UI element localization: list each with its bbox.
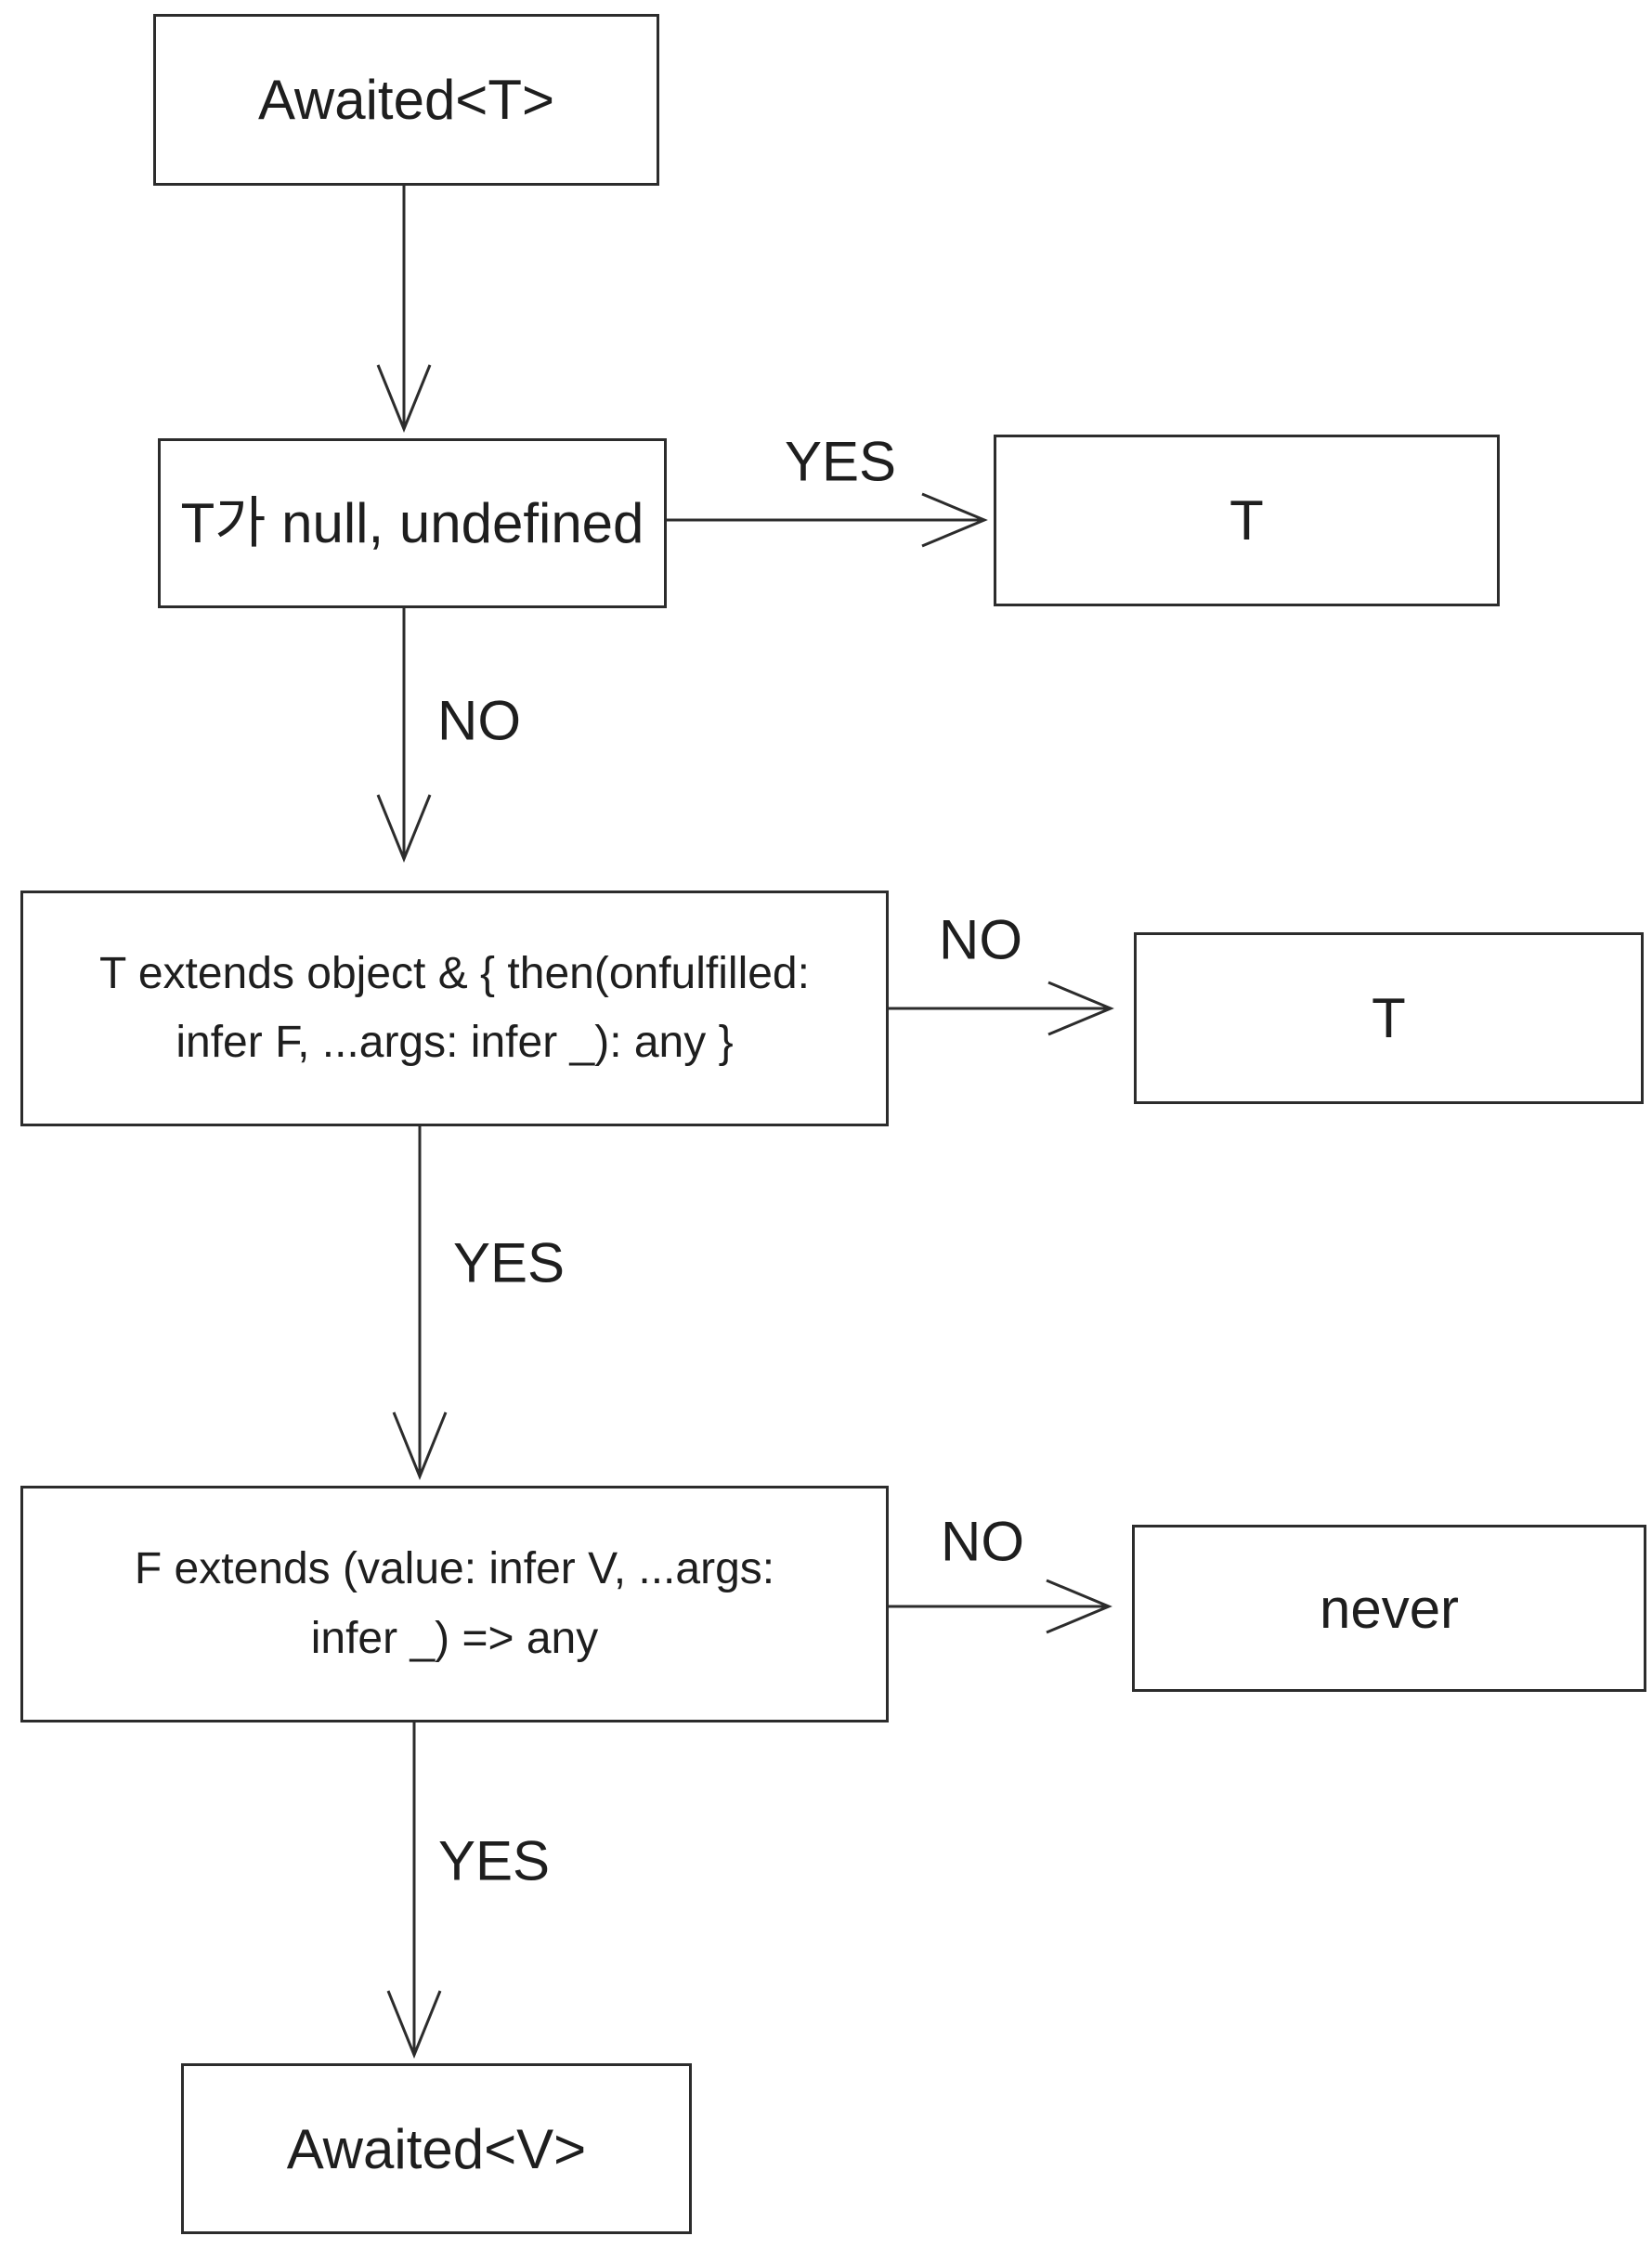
node-fulfilled-check: F extends (value: infer V, ...args: infe… [20, 1486, 889, 1722]
node-result-t-2: T [1134, 932, 1644, 1104]
node-thenable-check: T extends object & { then(onfulfilled: i… [20, 890, 889, 1126]
node-awaited-v: Awaited<V> [181, 2063, 692, 2234]
arrowhead-down-icon [386, 1990, 442, 2059]
edge-label-no-thenable-check: NO [939, 908, 1022, 971]
arrowhead-right-icon [1047, 981, 1114, 1036]
node-result-t-2-label: T [1372, 987, 1406, 1049]
node-thenable-check-line-1: T extends object & { then(onfulfilled: [99, 948, 810, 998]
arrowhead-right-icon [921, 492, 988, 548]
node-awaited-t-label: Awaited<T> [257, 69, 555, 131]
arrowhead-down-icon [376, 794, 432, 863]
arrowhead-down-icon [392, 1411, 448, 1480]
arrowhead-down-icon [376, 364, 432, 433]
edge-label-no-fulfilled-check: NO [941, 1510, 1024, 1573]
node-null-check: T가 null, undefined [158, 438, 667, 608]
edge-label-yes-fulfilled-check: YES [437, 1829, 551, 1892]
arrowhead-right-icon [1046, 1579, 1112, 1634]
node-awaited-v-label: Awaited<V> [286, 2117, 587, 2180]
node-result-never: never [1132, 1525, 1646, 1692]
edge-label-yes-thenable-check: YES [452, 1231, 566, 1294]
node-awaited-t: Awaited<T> [153, 14, 659, 186]
node-result-never-label: never [1319, 1577, 1460, 1640]
node-result-t-1-label: T [1229, 489, 1264, 552]
edge-label-no-null-check: NO [437, 689, 521, 752]
node-fulfilled-check-line-1: F extends (value: infer V, ...args: [134, 1544, 775, 1594]
node-result-t-1: T [994, 435, 1500, 606]
node-null-check-label: T가 null, undefined [180, 492, 644, 554]
node-thenable-check-line-2: infer F, ...args: infer _): any } [176, 1018, 734, 1067]
edge-label-yes-null-check: YES [784, 430, 897, 493]
node-fulfilled-check-line-2: infer _) => any [310, 1613, 599, 1663]
